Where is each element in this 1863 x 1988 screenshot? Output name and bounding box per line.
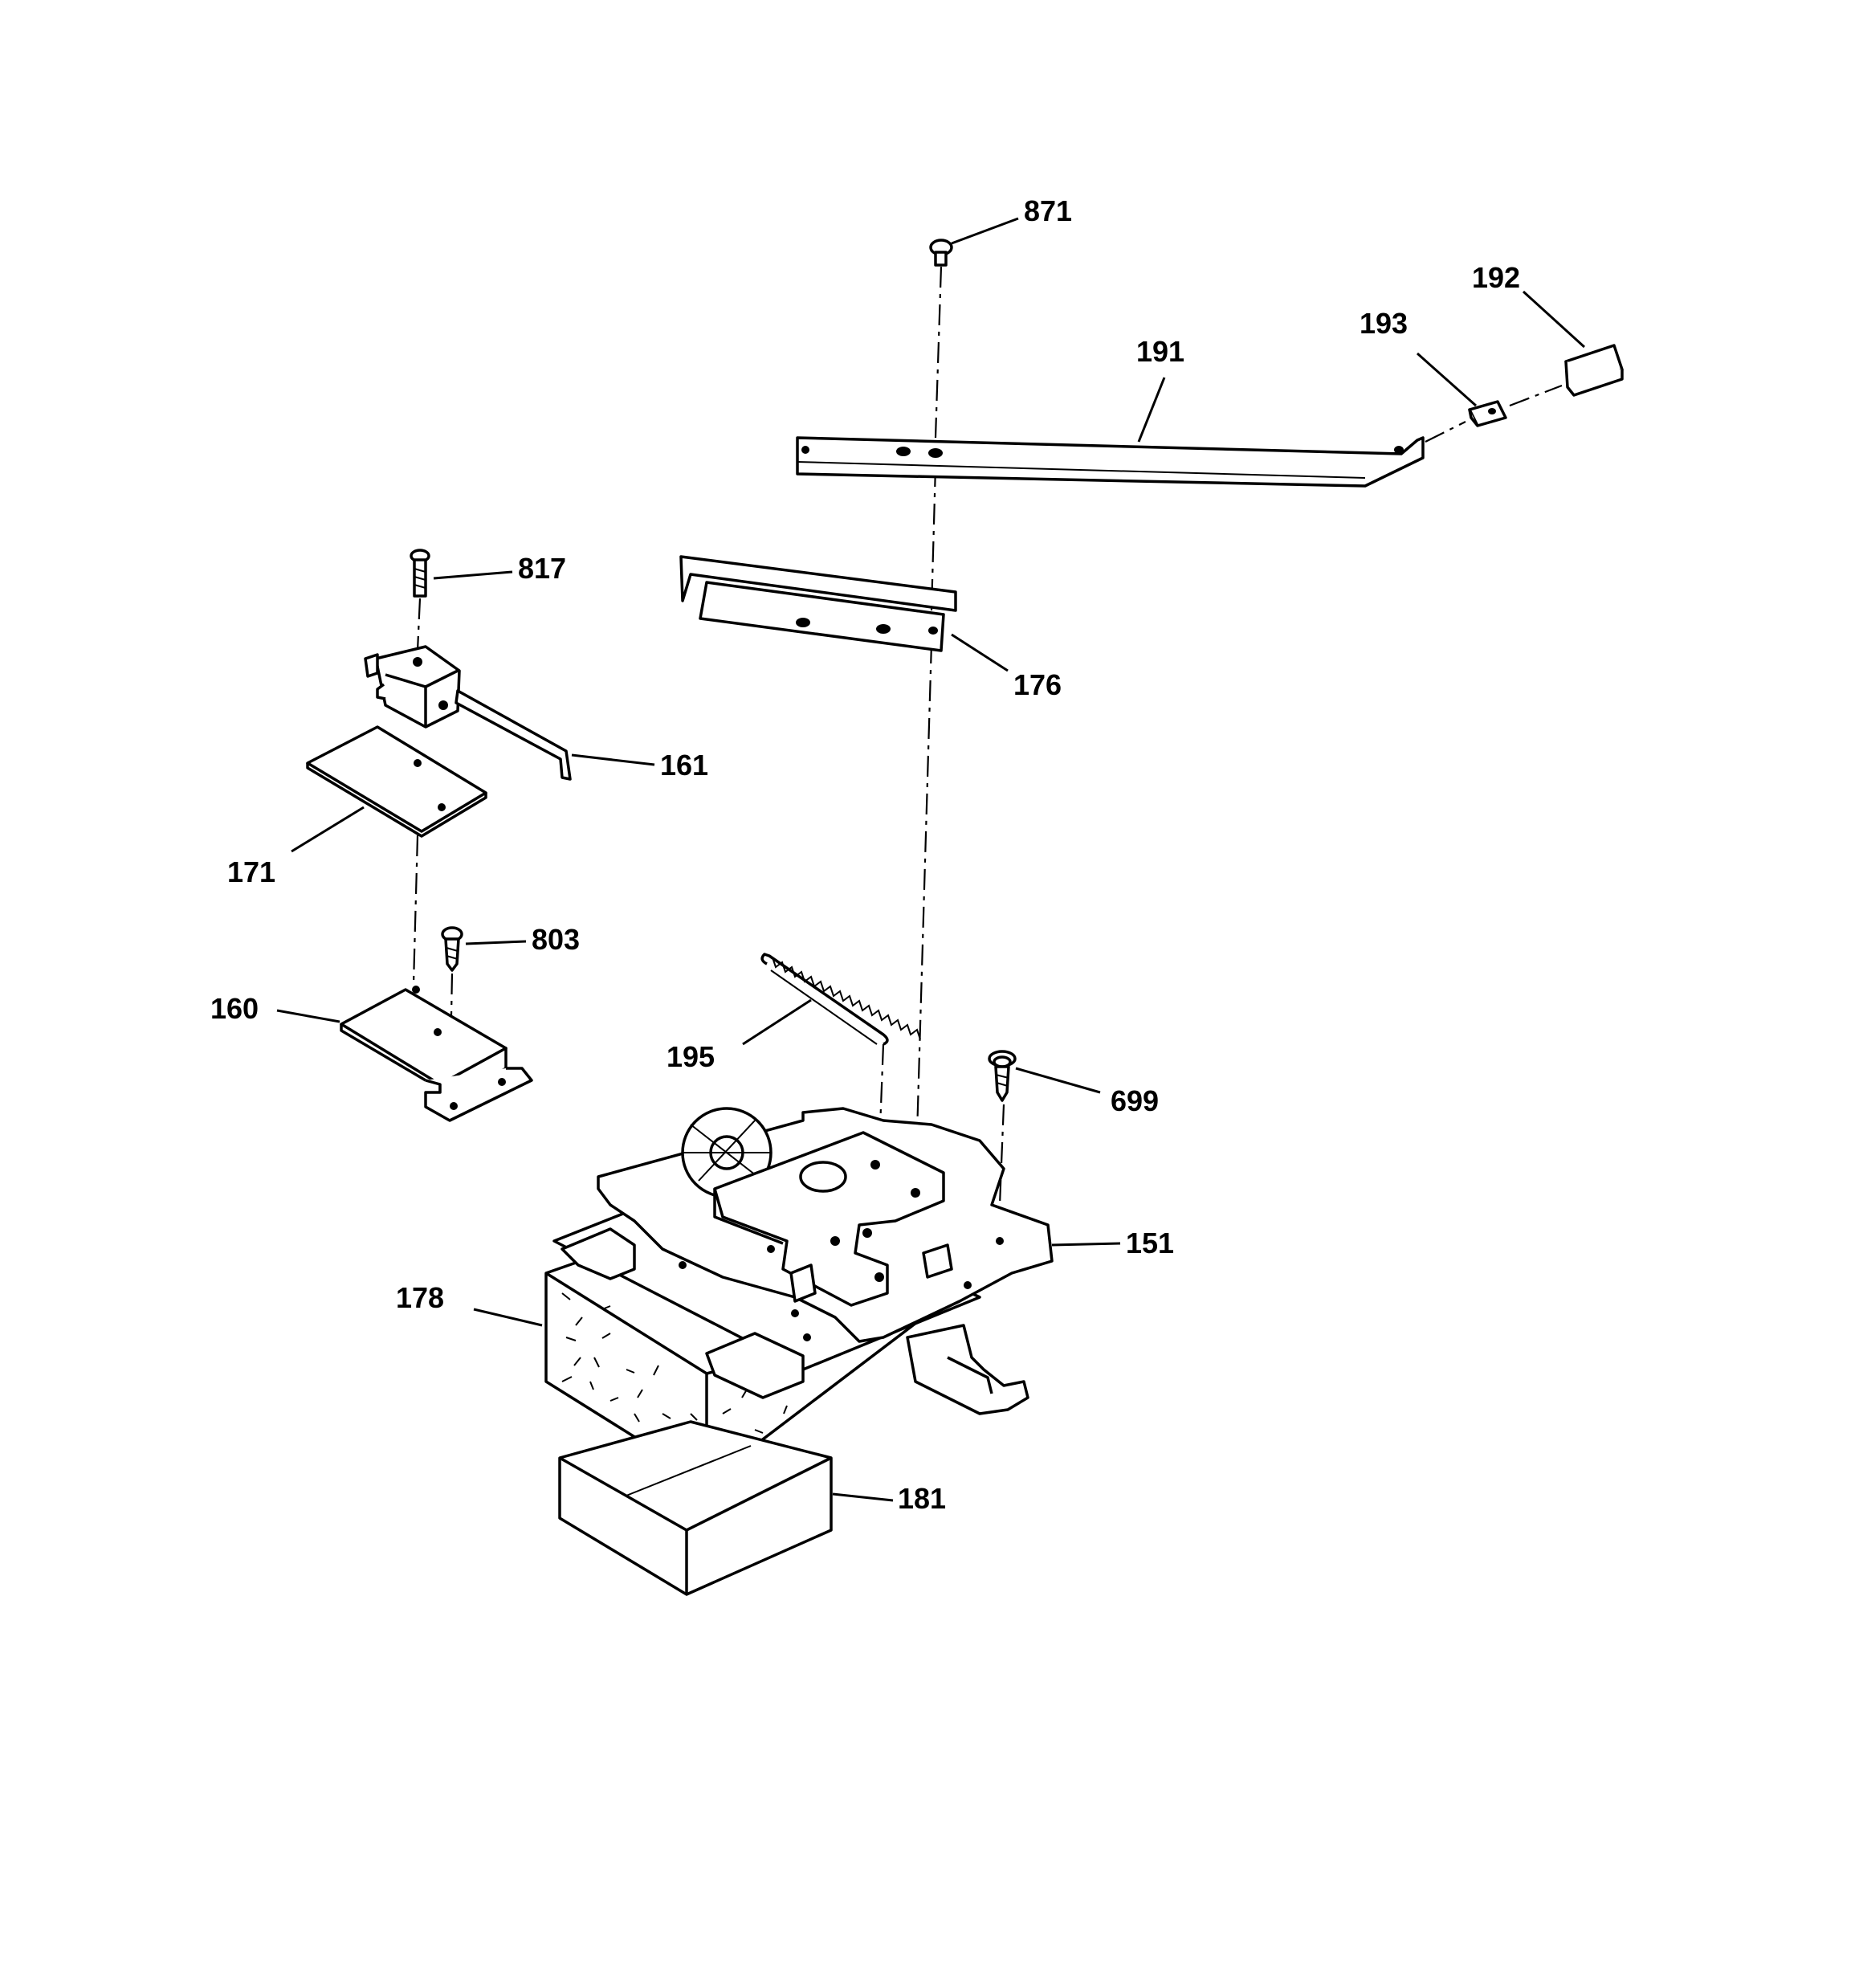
label-176: 176 — [1013, 668, 1062, 701]
label-178: 178 — [396, 1281, 444, 1314]
label-192: 192 — [1472, 261, 1520, 294]
part-151-latch-assembly — [552, 1107, 1121, 1415]
label-181: 181 — [898, 1482, 946, 1515]
label-161: 161 — [660, 749, 708, 782]
part-181-box — [558, 1420, 894, 1596]
label-195: 195 — [667, 1040, 715, 1073]
assembly-line-193 — [1425, 421, 1466, 443]
assembly-line-151 — [914, 642, 933, 1190]
label-817: 817 — [518, 552, 566, 585]
label-699: 699 — [1111, 1084, 1159, 1117]
assembly-line-699 — [998, 1104, 1005, 1206]
part-803-screw — [441, 926, 527, 972]
label-193: 193 — [1360, 307, 1408, 340]
label-803: 803 — [532, 923, 580, 956]
part-195-spring — [742, 953, 921, 1046]
part-871-screw — [929, 217, 1019, 267]
label-871: 871 — [1024, 194, 1072, 227]
label-151: 151 — [1126, 1227, 1174, 1259]
part-161-switch — [364, 645, 655, 781]
label-160: 160 — [210, 992, 259, 1025]
assembly-line-817 — [416, 598, 422, 651]
part-160-bracket — [276, 986, 533, 1122]
assembly-line-176 — [930, 465, 937, 611]
part-817-screw — [410, 549, 513, 598]
part-171-plate — [291, 725, 487, 853]
assembly-line-871 — [934, 266, 943, 439]
label-191: 191 — [1136, 335, 1184, 368]
part-191-bar — [796, 377, 1425, 488]
assembly-line-192 — [1509, 384, 1563, 407]
label-171: 171 — [227, 855, 275, 888]
part-699-screw — [988, 1050, 1101, 1102]
part-192-cap — [1522, 290, 1624, 397]
part-176-bracket — [679, 555, 1009, 672]
part-193-clip — [1417, 352, 1507, 427]
assembly-line-171 — [412, 835, 419, 985]
